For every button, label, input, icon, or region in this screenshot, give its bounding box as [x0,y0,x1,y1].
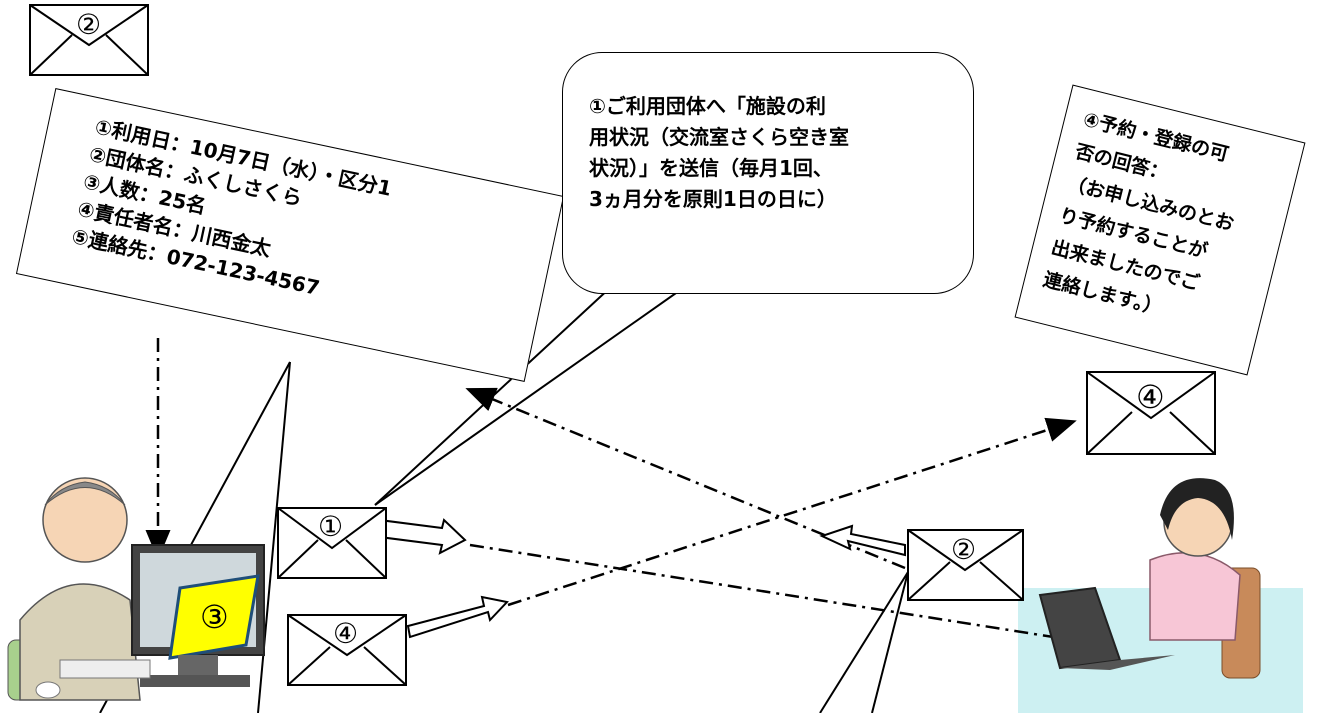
man-user-illustration [7,477,265,701]
speech-bubble: ①ご利用団体へ「施設の利 用状況（交流室さくら空き室 状況）」を送信（毎月1回、… [562,52,974,294]
envelope-icon [277,507,387,579]
envelope-label: ② [76,8,102,41]
return-arrow [819,524,906,557]
envelope-label: ④ [333,617,359,650]
flow-envelope4-to-reply [507,417,1077,607]
send-arrow [406,595,509,639]
envelope-label: ④ [1136,378,1165,416]
bubble-tail [374,285,613,506]
envelope-icon [29,4,149,76]
envelope-icon [1086,371,1216,455]
woman-staff-illustration [1038,478,1261,679]
bubble-line: ①ご利用団体へ「施設の利 [589,94,826,118]
envelope-icon [907,529,1024,601]
bubble-line: 状況）」を送信（毎月1回、 [589,156,833,180]
callout-line [819,571,909,713]
flow-envelope1-to-staff [469,543,1090,651]
envelope-label: ② [951,533,977,566]
bubble-tail [374,285,687,506]
callout-line [871,571,909,713]
pc-screen-label: ③ [200,598,229,636]
bubble-line: 3ヵ月分を原則1日の日に） [589,187,837,211]
pc-screen-highlight [168,574,260,660]
bubble-line: 用状況（交流室さくら空き室 [589,125,849,149]
envelope-label: ① [318,510,344,543]
envelope-icon [287,614,407,686]
